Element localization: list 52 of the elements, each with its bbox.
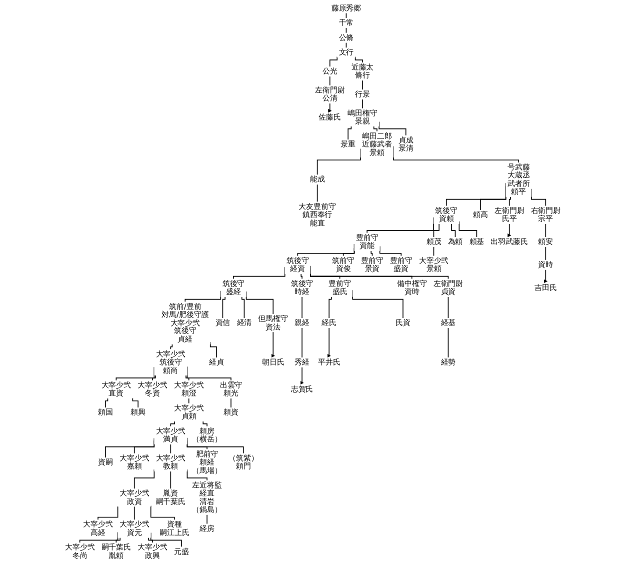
connector: [134, 469, 155, 489]
connector: [152, 375, 156, 381]
connector: [105, 398, 108, 408]
connector: [170, 470, 172, 489]
connector: [480, 186, 506, 210]
arrow: [272, 332, 276, 358]
connector: [188, 398, 190, 404]
connector: [230, 398, 232, 408]
connector: [222, 296, 226, 319]
connector: [451, 223, 456, 238]
connector: [531, 188, 546, 206]
connector: [328, 296, 332, 319]
connector: [509, 196, 512, 206]
connector: [380, 246, 402, 256]
connector: [98, 506, 118, 520]
connector: [170, 420, 176, 427]
connector: [206, 514, 208, 524]
arrow: [300, 366, 304, 385]
connector: [370, 250, 373, 256]
connector: [150, 505, 176, 520]
arrow: [544, 269, 548, 284]
connector: [242, 296, 245, 319]
connector: [80, 532, 118, 544]
connector: [302, 328, 303, 358]
connector: [134, 506, 135, 520]
connector: [170, 444, 172, 454]
connector: [187, 469, 208, 481]
connector: [302, 296, 303, 319]
connector: [434, 223, 440, 238]
connector: [300, 273, 303, 280]
arrow: [508, 223, 512, 238]
connector: [448, 328, 449, 358]
connector: [202, 420, 208, 427]
arrow: [328, 328, 332, 358]
connector: [374, 126, 378, 132]
connector: [132, 398, 139, 408]
connector: [446, 182, 506, 206]
arrow: [328, 103, 332, 113]
connector: [348, 126, 352, 140]
connector: [330, 76, 331, 86]
connector: [317, 184, 318, 202]
connector: [210, 342, 218, 358]
connector: [233, 266, 286, 280]
connector: [448, 296, 449, 319]
connector: [355, 56, 364, 63]
connector: [459, 221, 478, 238]
connector: [298, 244, 355, 256]
connector: [150, 532, 182, 548]
connector: [362, 80, 364, 90]
connector: [330, 56, 338, 67]
connector: [343, 248, 355, 256]
connector: [362, 98, 364, 109]
